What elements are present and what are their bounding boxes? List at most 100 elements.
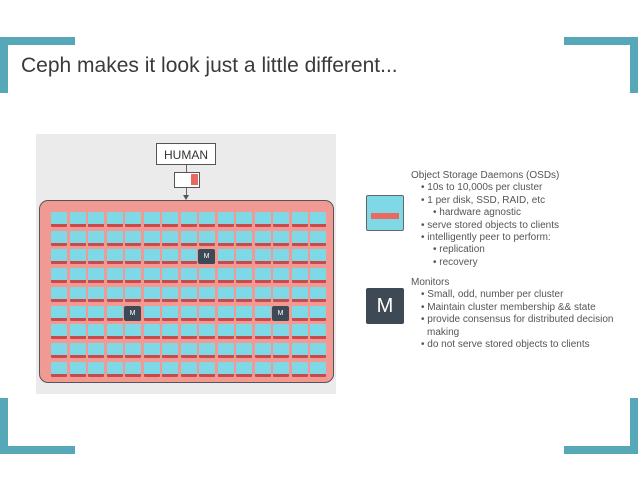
osd-disk — [273, 324, 289, 340]
osd-disk — [143, 268, 160, 284]
osd-disk — [254, 212, 271, 227]
osd-disk — [273, 342, 289, 358]
osd-disk — [69, 249, 86, 265]
top-right-bracket-vertical — [630, 37, 638, 93]
osd-disk — [125, 286, 141, 302]
osd-disk — [143, 305, 160, 321]
osd-disk — [51, 230, 67, 246]
osd-disk — [217, 361, 234, 377]
osd-disk — [199, 324, 215, 340]
osd-disk — [273, 286, 289, 302]
osd-sub-bullet: • recovery — [433, 256, 478, 268]
osd-disk — [291, 212, 308, 227]
top-right-bracket — [564, 37, 638, 45]
osd-disk — [254, 249, 271, 265]
osd-heading: Object Storage Daemons (OSDs) — [411, 170, 560, 181]
osd-disk — [88, 230, 104, 246]
osd-disk — [143, 230, 160, 246]
monitor-heading: Monitors — [411, 277, 450, 288]
osd-disk — [236, 212, 252, 227]
osd-sub-bullet: • hardware agnostic — [433, 207, 521, 219]
osd-disk — [51, 342, 67, 358]
osd-disk — [143, 249, 160, 265]
osd-disk — [88, 249, 104, 265]
osd-disk — [162, 324, 178, 340]
osd-disk — [88, 286, 104, 302]
osd-disk — [125, 212, 141, 227]
osd-disk — [162, 268, 178, 284]
osd-disk — [310, 230, 326, 246]
osd-disk — [291, 361, 308, 377]
osd-disk — [106, 286, 123, 302]
osd-disk — [180, 268, 197, 284]
laptop-connector — [186, 188, 187, 196]
osd-disk — [291, 286, 308, 302]
osd-disk — [51, 249, 67, 265]
osd-disk — [106, 324, 123, 340]
osd-disk — [180, 324, 197, 340]
monitor-node: M — [124, 305, 141, 321]
osd-disk — [236, 286, 252, 302]
osd-disk — [88, 268, 104, 284]
osd-disk — [236, 324, 252, 340]
osd-disk — [217, 249, 234, 265]
monitor-bullet-continuation: making — [427, 326, 460, 338]
osd-disk — [291, 324, 308, 340]
osd-disk — [69, 305, 86, 321]
osd-disk — [254, 286, 271, 302]
osd-disk — [310, 268, 326, 284]
osd-disk — [125, 249, 141, 265]
osd-disk — [69, 212, 86, 227]
osd-disk — [69, 361, 86, 377]
osd-disk — [143, 324, 160, 340]
osd-disk — [162, 361, 178, 377]
osd-disk — [180, 361, 197, 377]
bottom-left-bracket-vertical — [0, 398, 8, 454]
osd-disk — [51, 286, 67, 302]
osd-disk — [51, 212, 67, 227]
osd-disk — [236, 268, 252, 284]
laptop-icon — [174, 172, 200, 188]
osd-disk — [217, 286, 234, 302]
osd-disk — [162, 249, 178, 265]
osd-disk — [51, 305, 67, 321]
osd-disk — [236, 305, 252, 321]
osd-disk — [273, 230, 289, 246]
monitor-bullet: • Maintain cluster membership && state — [421, 301, 596, 313]
osd-disk — [199, 342, 215, 358]
osd-disk — [88, 342, 104, 358]
osd-disk — [236, 342, 252, 358]
osd-disk — [180, 212, 197, 227]
osd-disk — [217, 324, 234, 340]
osd-disk — [217, 212, 234, 227]
monitor-legend-text: Monitors • Small, odd, number per cluste… — [411, 277, 614, 351]
osd-disk — [217, 342, 234, 358]
osd-disk — [106, 268, 123, 284]
monitor-bullet: • provide consensus for distributed deci… — [421, 314, 614, 326]
osd-disk — [162, 230, 178, 246]
osd-disk — [254, 268, 271, 284]
osd-disk — [180, 286, 197, 302]
monitor-bullet: • do not serve stored objects to clients — [421, 338, 590, 350]
bottom-right-bracket-vertical — [630, 398, 638, 454]
osd-disk — [254, 230, 271, 246]
osd-disk — [106, 305, 123, 321]
osd-disk — [199, 305, 215, 321]
osd-disk — [310, 249, 326, 265]
monitor-node: M — [272, 305, 289, 321]
osd-legend-stripe — [371, 213, 399, 219]
osd-legend-text: Object Storage Daemons (OSDs) • 10s to 1… — [411, 170, 559, 269]
osd-disk — [106, 249, 123, 265]
osd-disk — [199, 268, 215, 284]
arrow-down-icon — [183, 195, 189, 200]
osd-disk — [291, 342, 308, 358]
human-box: HUMAN — [156, 143, 216, 165]
osd-disk — [310, 305, 326, 321]
monitor-node: M — [198, 249, 215, 265]
osd-disk — [51, 361, 67, 377]
osd-disk — [162, 286, 178, 302]
osd-disk — [125, 361, 141, 377]
top-left-bracket — [0, 37, 75, 45]
monitor-legend-icon: M — [366, 288, 404, 324]
osd-disk — [125, 268, 141, 284]
